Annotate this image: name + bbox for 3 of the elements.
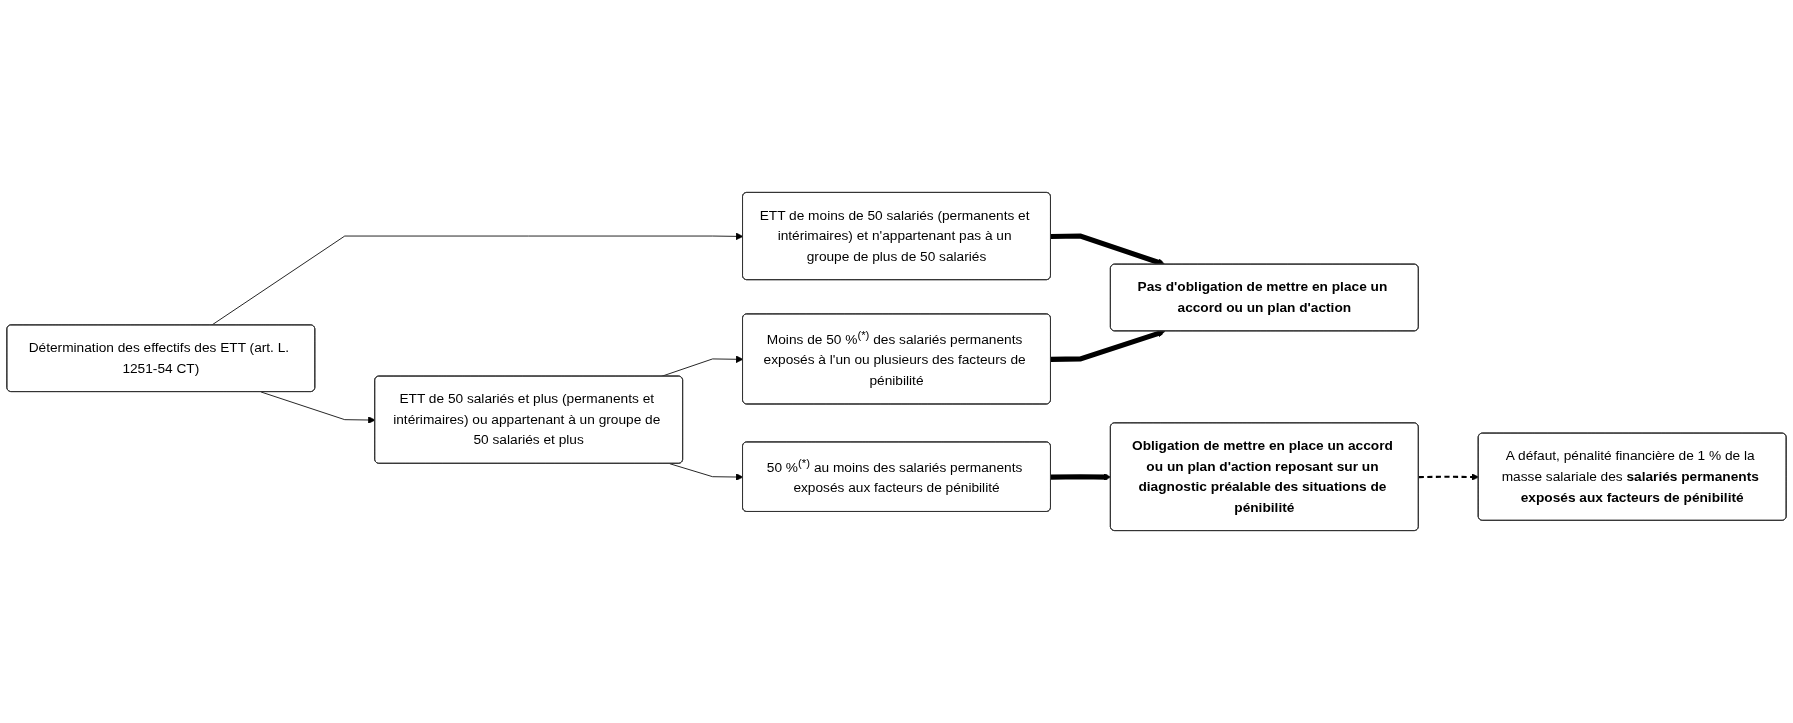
- arrow: [1418, 473, 1479, 481]
- arrow: [1050, 329, 1166, 362]
- arrow: [1050, 473, 1112, 481]
